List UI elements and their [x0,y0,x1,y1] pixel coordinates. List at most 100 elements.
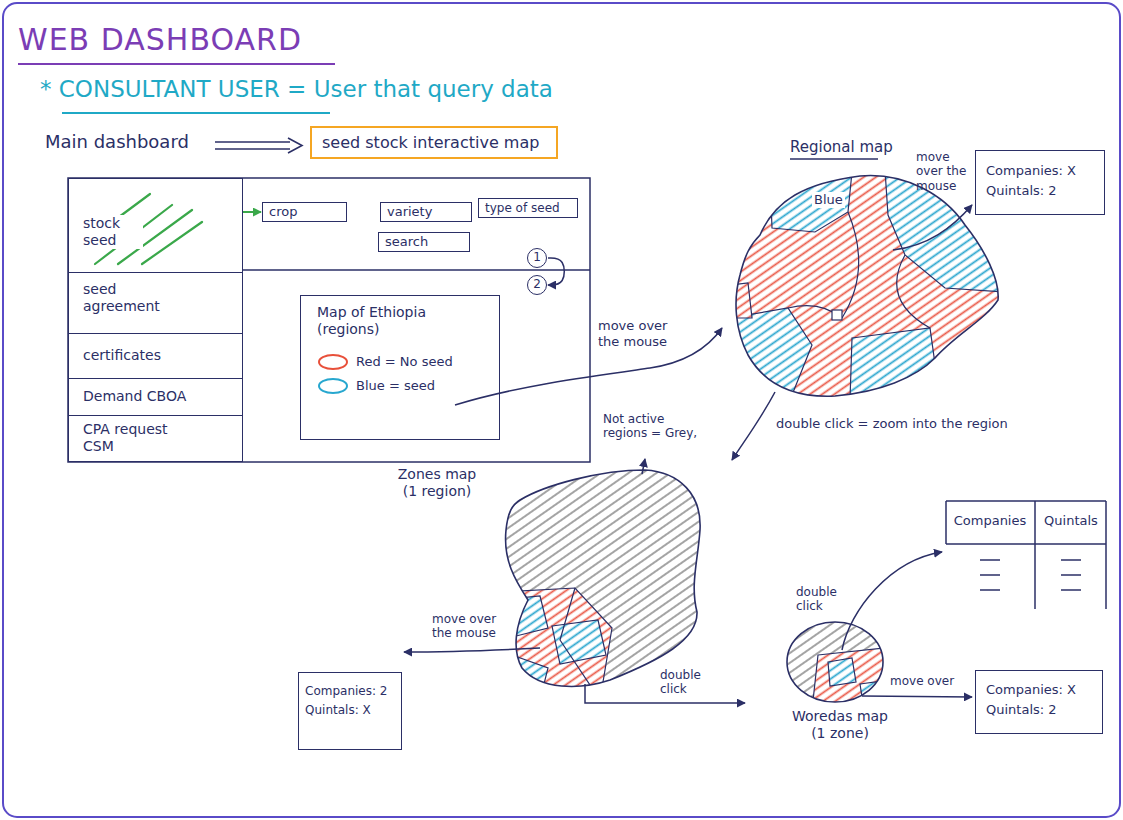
filter-input: type of seed [478,198,578,218]
implies-arrow [215,138,302,153]
box-text: seed agreement [83,281,165,315]
zoom-arrow [842,552,942,650]
table-line [1034,501,1036,609]
table-line [1105,501,1107,609]
interaction-note: double click [660,668,710,697]
table-line [945,501,947,544]
strike-line [142,222,202,264]
legend-text: Blue = seed [356,378,435,394]
tooltip-box: Companies: XQuintals: 2 [975,150,1105,215]
box-text: Quintals: 2 [986,700,1057,720]
box-text: Quintals: X [305,701,371,720]
legend-row: Blue = seed [318,374,453,398]
hover-arrow [455,328,722,405]
step-number: 2 [527,275,547,295]
no-seed-region [730,283,752,318]
hover-arrow [893,205,972,250]
legend: Red = No seedBlue = seed [318,350,453,398]
box-text: stock seed [83,215,143,249]
connector-arrow [243,211,261,213]
box-text: variety [387,204,432,220]
regional-map-fill [728,168,1008,404]
map-title: Zones map (1 region) [393,466,481,500]
data-table: CompaniesQuintals [945,500,1107,610]
zoom-arrow [642,459,645,474]
zone-boundary [560,588,600,700]
box-text: search [385,234,428,250]
box-text: Companies: X [986,161,1076,181]
menu-item: CPA request CSM [68,415,243,462]
seed-woreda [828,658,856,686]
region-label: Blue [812,192,845,208]
filter-input: variety [380,202,472,222]
subtitle: * CONSULTANT USER = User that query data [40,76,553,104]
subtitle-underline [62,112,330,114]
table-header: Quintals [1035,513,1107,529]
connector-arrow [548,258,564,285]
box-text: 1 [533,249,541,266]
implies-arrow-head [288,138,302,153]
tooltip-box: Companies: 2Quintals: X [298,672,402,750]
interaction-note: move over [890,674,954,688]
table-dash [980,574,1000,576]
zones-map-fill [500,465,710,700]
map-title-underline [790,158,878,160]
box-text: CPA request CSM [83,421,183,455]
box-text: crop [269,204,297,220]
region-boundary [788,212,930,328]
zones-map [500,465,710,700]
search-button: search [378,232,470,252]
interaction-note: move over the mouse [432,612,502,641]
zoom-arrow [732,392,775,460]
box-text: seed stock interactive map [322,133,539,152]
regional-map-outline [736,176,998,397]
filter-input: crop [262,202,347,222]
legend-text: Red = No seed [356,354,453,370]
title-underline [18,63,335,65]
table-dash [980,589,1000,591]
section-label: Main dashboard [45,131,189,153]
no-seed-area [728,168,1008,404]
map-title: Woredas map (1 zone) [785,708,895,742]
regional-map [728,168,1008,404]
menu-item: Demand CBOA [68,378,243,416]
interaction-note: move over the mouse [598,318,678,349]
map-title: Regional map [790,138,893,156]
hover-arrow [862,696,972,697]
table-dash [1061,559,1081,561]
implies-arrow-line [215,141,290,143]
tooltip-box: Companies: XQuintals: 2 [975,670,1103,734]
seed-region [730,308,812,400]
zones-map-outline [506,470,701,686]
implies-arrow-line [215,148,290,150]
box-text: Companies: X [986,680,1076,700]
wireframe-separator [243,269,590,271]
table-dashes [980,560,1081,590]
box-text: Quintals: 2 [986,181,1057,201]
woredas-map-outline [787,622,883,702]
box-text: type of seed [485,201,560,215]
interaction-note: double click = zoom into the region [776,416,1008,432]
capital-marker [832,310,842,320]
note: Not active regions = Grey, [603,412,703,441]
legend-row: Red = No seed [318,350,453,374]
wireframe [68,178,590,462]
seed-zone [500,655,548,700]
box-text: Companies: 2 [305,682,387,701]
menu-item: stock seed [68,178,243,273]
seed-zone [500,596,548,640]
seed-region [850,328,940,400]
seed-region [770,172,852,232]
seed-zone [552,620,606,664]
legend-swatch [318,354,348,370]
interaction-arrows [404,205,972,703]
box-text: Demand CBOA [83,388,186,405]
box-text: certificates [83,347,161,364]
legend-swatch [318,378,348,394]
page-border [3,3,1120,817]
interaction-note: double click [796,585,844,614]
table-line [946,543,1106,545]
